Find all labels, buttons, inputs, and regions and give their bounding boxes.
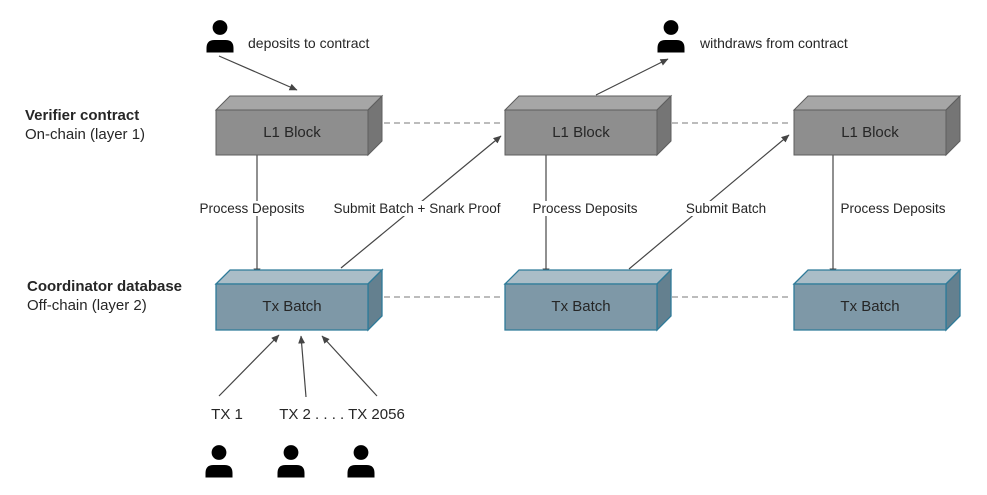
- layer2-title: Coordinator database: [27, 278, 183, 295]
- tx-box-2-top-face: [503, 269, 673, 285]
- tx-box-2-front-face: [504, 283, 658, 331]
- edge-label-process-deposits-3: Process Deposits: [836, 201, 950, 216]
- layer2-subtitle: Off-chain (layer 2): [27, 297, 147, 314]
- edge-label-process-deposits-2: Process Deposits: [528, 201, 642, 216]
- tx-batch-label-1: Tx Batch: [262, 298, 322, 315]
- l1-box-2-top-face: [503, 95, 673, 111]
- l1-box-3-top-face: [792, 95, 962, 111]
- edge-deposit-arrow: [218, 55, 298, 91]
- tx-batch-box-2: [503, 268, 673, 332]
- layer2-label-block: Coordinator database Off-chain (layer 2): [27, 277, 182, 315]
- deposits-annotation: deposits to contract: [248, 35, 370, 51]
- person-icon-user-2: [277, 445, 305, 478]
- l1-block-label-1: L1 Block: [263, 124, 321, 141]
- tx-box-1-top-face: [214, 269, 384, 285]
- layer1-title: Verifier contract: [25, 107, 140, 124]
- l1-box-1-top-face: [214, 95, 384, 111]
- person-icon-user-1: [205, 445, 233, 478]
- edge-label-process-deposits-1: Process Deposits: [195, 201, 309, 216]
- tx-batch-box-1: [214, 268, 384, 332]
- tx-batch-label-2: Tx Batch: [551, 298, 611, 315]
- l1-block-label-2: L1 Block: [552, 124, 610, 141]
- edge-label-submit-batch: Submit Batch: [681, 201, 771, 216]
- edge-tx2-arrow: [298, 335, 307, 398]
- tx-box-3-top-face: [792, 269, 962, 285]
- edge-tx1-arrow: [218, 334, 280, 397]
- l1-block-box-1: [214, 94, 384, 157]
- edge-tx2056-arrow: [321, 335, 378, 397]
- l1-block-box-2: [503, 94, 673, 157]
- l1-box-3-front-face: [793, 109, 947, 156]
- tx-batch-box-3: [792, 268, 962, 332]
- layer1-label-block: Verifier contract On-chain (layer 1): [25, 106, 145, 144]
- person-icon-user-3: [347, 445, 375, 478]
- tx-batch-label-3: Tx Batch: [840, 298, 900, 315]
- tx-box-3-front-face: [793, 283, 947, 331]
- l1-block-box-3: [792, 94, 962, 157]
- withdraws-annotation: withdraws from contract: [700, 35, 848, 51]
- l1-block-label-3: L1 Block: [841, 124, 899, 141]
- person-icon-depositor: [206, 20, 234, 53]
- layer1-subtitle: On-chain (layer 1): [25, 126, 146, 143]
- tx-rest-label: TX 2 . . . . TX 2056: [279, 406, 405, 423]
- l1-box-2-front-face: [504, 109, 658, 156]
- tx-box-1-front-face: [215, 283, 369, 331]
- person-icon-withdrawer: [657, 20, 685, 53]
- edge-label-submit-batch-snark: Submit Batch + Snark Proof: [329, 201, 505, 216]
- l1-box-1-front-face: [215, 109, 369, 156]
- tx-1-label: TX 1: [211, 406, 243, 423]
- edge-withdraw-arrow: [595, 58, 669, 96]
